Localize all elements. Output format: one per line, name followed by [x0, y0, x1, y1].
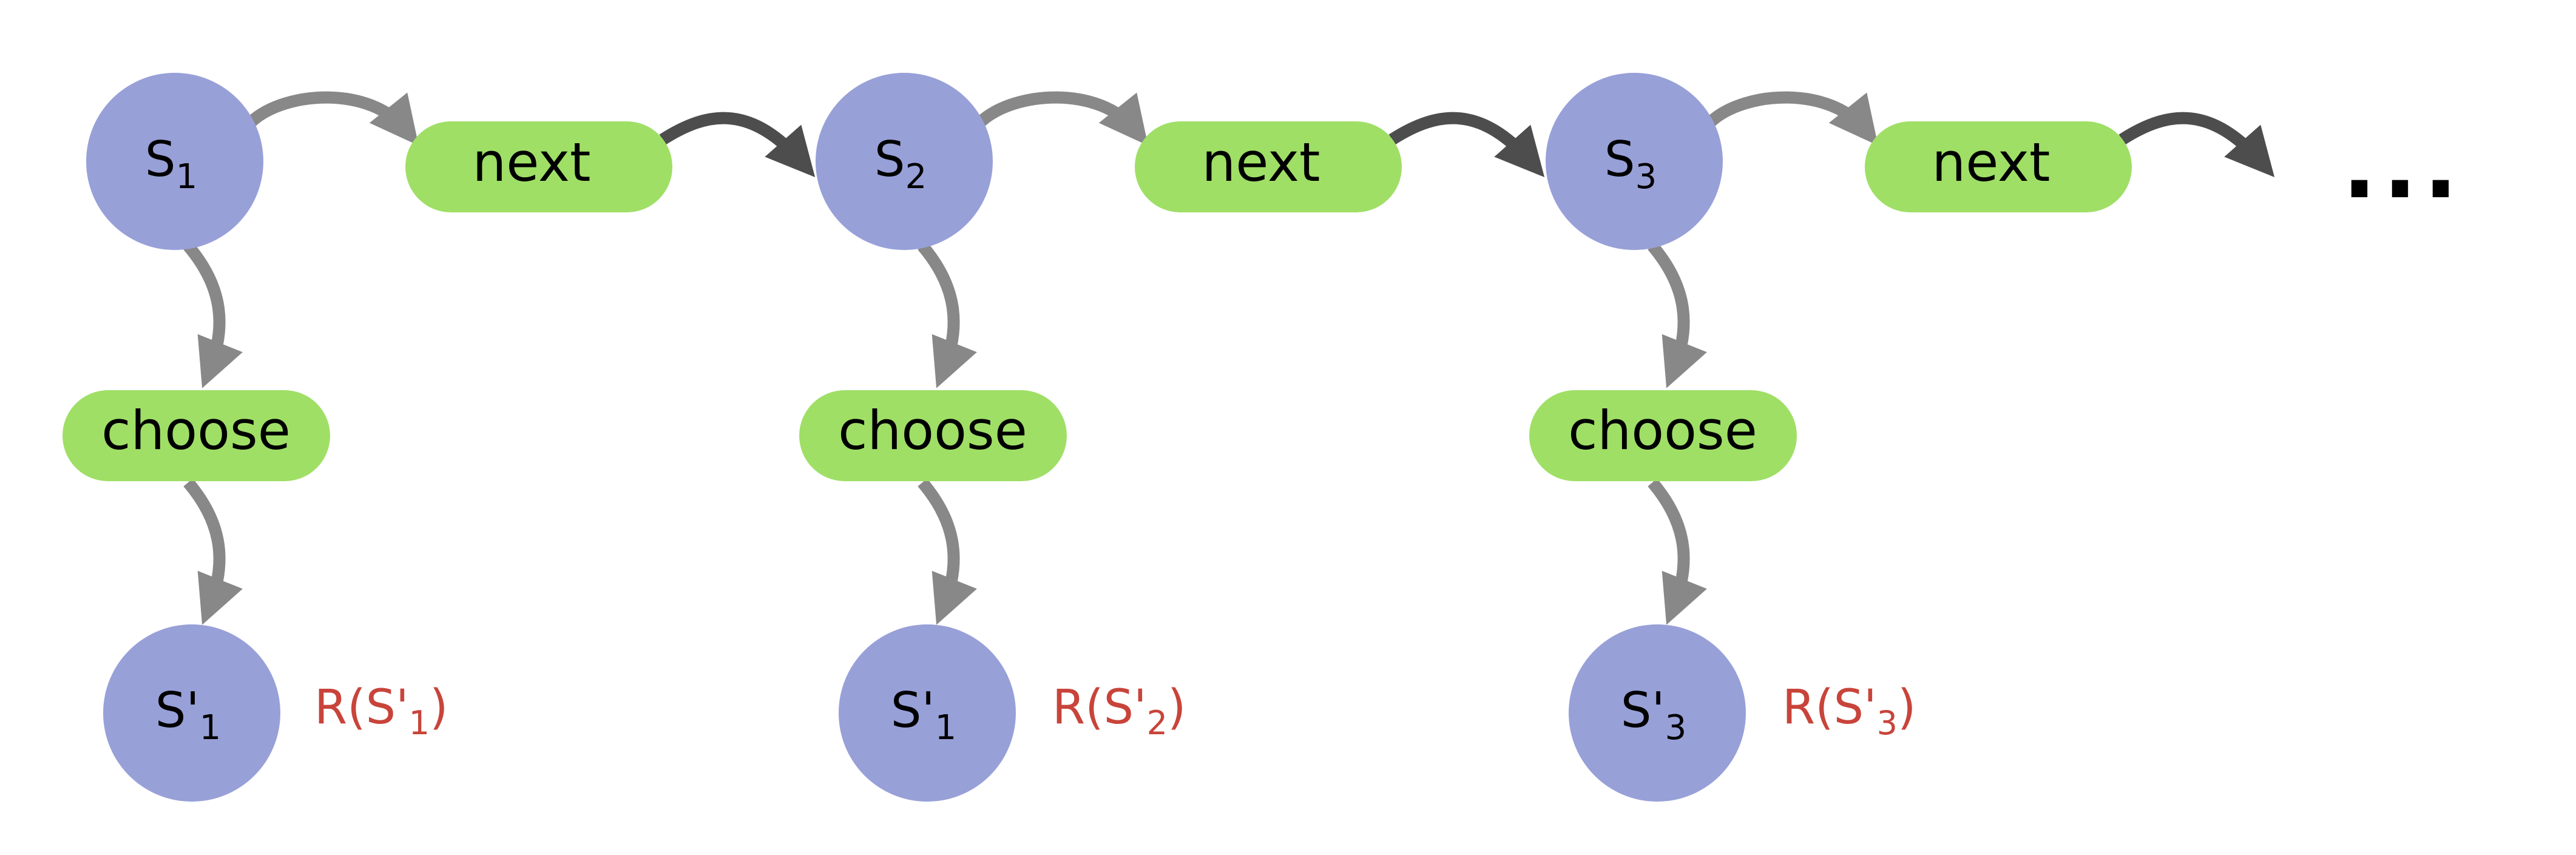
state-label-2: S2: [874, 131, 927, 197]
chosen-state-node-2: [839, 624, 1016, 802]
edge-state-2-to-choose-2: [918, 242, 977, 388]
chosen-state-node-1: [103, 624, 280, 802]
state-node-1: [86, 73, 263, 250]
reward-label-2: R(S'2): [1052, 680, 1186, 742]
next-action-label-1: next: [473, 131, 591, 194]
choose-action-node-1: [63, 390, 330, 481]
step-3: S3 next choose S'3 R(S'3): [1529, 73, 2275, 802]
edge-state-1-to-choose-1: [183, 242, 243, 388]
chosen-state-node-3: [1569, 624, 1746, 802]
state-node-3: [1546, 73, 1723, 250]
step-1: S1 next choose S'1 R(S'1): [63, 73, 816, 802]
choose-action-node-2: [799, 390, 1067, 481]
chosen-state-label-1: S'1: [155, 682, 221, 748]
choose-action-node-3: [1529, 390, 1797, 481]
choose-action-label-1: choose: [101, 399, 291, 462]
edge-state-3-to-choose-3: [1648, 242, 1707, 388]
chosen-state-label-3: S'3: [1621, 682, 1686, 748]
continuation-ellipsis: ...: [2342, 113, 2464, 219]
edge-choose-2-to-chosen-2: [918, 478, 977, 625]
reward-label-3: R(S'3): [1782, 680, 1916, 742]
state-label-1: S1: [145, 131, 197, 197]
next-action-node-1: [405, 121, 672, 212]
next-action-label-3: next: [1932, 131, 2050, 194]
next-action-node-3: [1865, 121, 2132, 212]
choose-action-label-3: choose: [1568, 399, 1757, 462]
edge-state-1-to-next-1: [248, 91, 419, 146]
next-action-label-2: next: [1202, 131, 1320, 194]
edge-state-3-to-next-3: [1707, 91, 1879, 146]
edge-state-2-to-next-2: [977, 91, 1149, 146]
state-label-3: S3: [1604, 131, 1657, 197]
edge-choose-1-to-chosen-1: [183, 478, 243, 625]
state-node-2: [816, 73, 993, 250]
reward-label-1: R(S'1): [314, 680, 448, 742]
chosen-state-label-2: S'1: [891, 682, 956, 748]
next-action-node-2: [1135, 121, 1402, 212]
choose-action-label-2: choose: [838, 399, 1027, 462]
edge-next-1-to-state-2: [659, 112, 816, 177]
step-2: S2 next choose S'1 R(S'2): [799, 73, 1545, 802]
edge-next-2-to-state-3: [1388, 112, 1545, 177]
edge-next-3-to-continuation: [2118, 112, 2275, 177]
edge-choose-3-to-chosen-3: [1648, 478, 1707, 625]
